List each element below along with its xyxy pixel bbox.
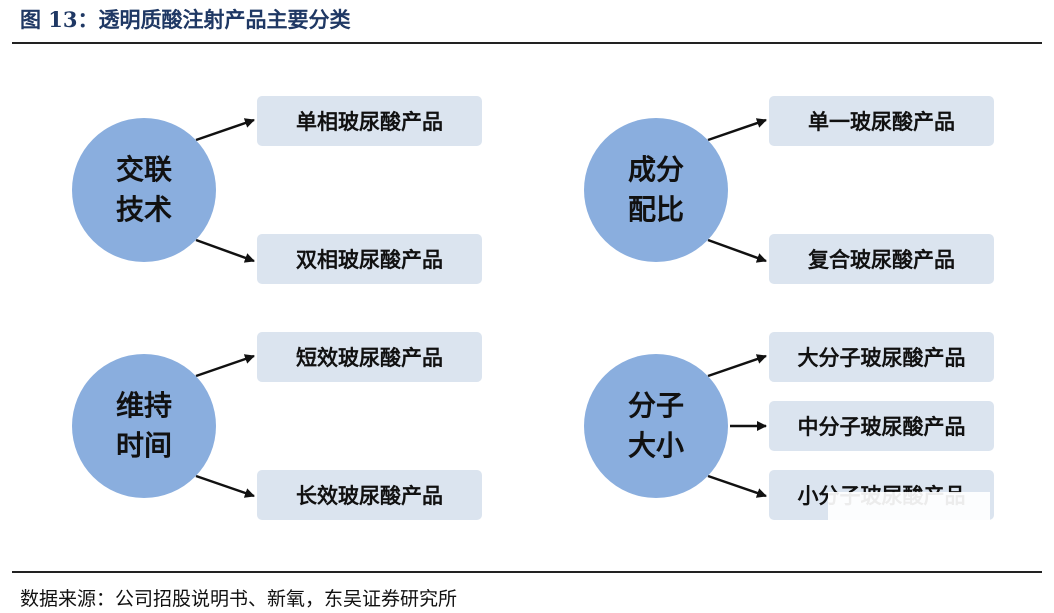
- category-circle-composition: 成分 配比: [584, 118, 728, 262]
- source-note: 数据来源：公司招股说明书、新氧，东吴证券研究所: [20, 588, 458, 610]
- category-circle-molecule-size: 分子 大小: [584, 354, 728, 498]
- arrow-composition-compound: [707, 238, 767, 263]
- arrow-crosslink-single: [195, 118, 255, 142]
- arrow-crosslink-double: [195, 238, 255, 263]
- category-label-line2: 配比: [627, 193, 684, 226]
- arrow-composition-single: [707, 118, 767, 142]
- top-divider: [12, 42, 1042, 44]
- figure-title: 图 13：透明质酸注射产品主要分类: [20, 7, 351, 32]
- product-box: 中分子玻尿酸产品: [769, 401, 994, 451]
- category-label-line2: 大小: [627, 429, 684, 462]
- product-box: 双相玻尿酸产品: [257, 234, 482, 284]
- product-box: 长效玻尿酸产品: [257, 470, 482, 520]
- category-label-line1: 成分: [627, 153, 684, 186]
- arrow-size-large: [707, 354, 767, 378]
- watermark-overlay: [828, 492, 990, 522]
- product-box: 短效玻尿酸产品: [257, 332, 482, 382]
- category-circle-duration: 维持 时间: [72, 354, 216, 498]
- category-label-line1: 维持: [115, 389, 172, 422]
- product-box: 复合玻尿酸产品: [769, 234, 994, 284]
- arrow-duration-short: [195, 354, 255, 378]
- arrow-size-small: [707, 474, 767, 498]
- product-box: 大分子玻尿酸产品: [769, 332, 994, 382]
- category-label-line1: 分子: [627, 389, 684, 422]
- arrow-duration-long: [195, 474, 255, 498]
- category-label-line2: 技术: [115, 193, 172, 226]
- category-label-line1: 交联: [115, 153, 172, 186]
- category-circle-crosslink: 交联 技术: [72, 118, 216, 262]
- category-label-line2: 时间: [115, 429, 172, 462]
- watermark-fade: [660, 530, 1054, 570]
- product-box: 单一玻尿酸产品: [769, 96, 994, 146]
- bottom-divider: [12, 571, 1042, 573]
- product-box: 单相玻尿酸产品: [257, 96, 482, 146]
